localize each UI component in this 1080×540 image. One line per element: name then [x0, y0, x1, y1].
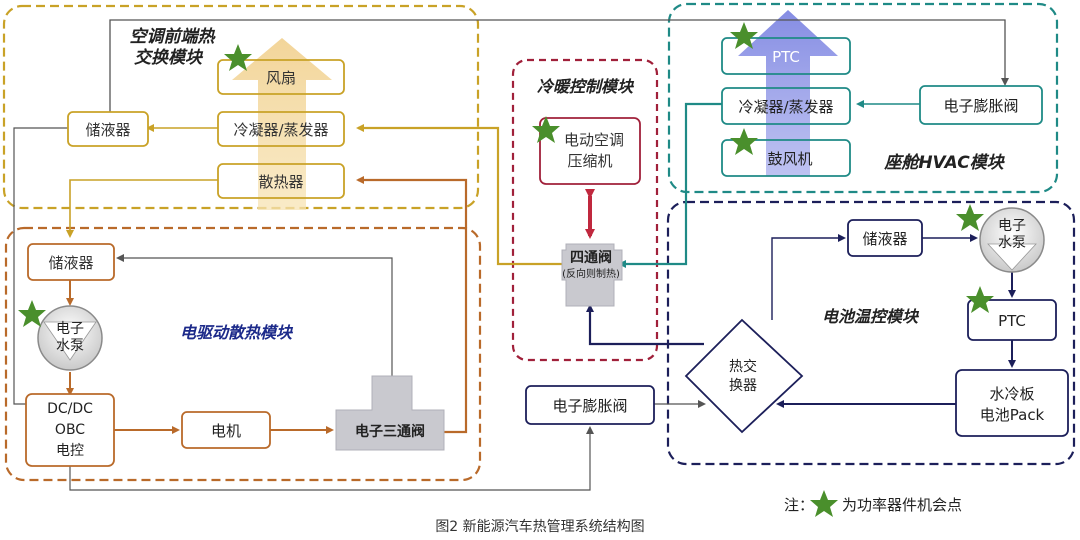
- cold-plate-label-1: 水冷板: [989, 385, 1034, 403]
- motor-module-border: [4, 226, 482, 482]
- compressor-label-2: 压缩机: [567, 152, 612, 170]
- battery-pump-label-1: 电子: [998, 218, 1026, 234]
- front-receiver-label: 储液器: [85, 121, 130, 139]
- dcdc-label-1: DC/DC: [47, 401, 93, 417]
- star-icon-hvac-blower: [730, 128, 758, 155]
- battery-pump-triangle: [987, 243, 1037, 271]
- four-way-valve-label: 四通阀: [570, 249, 612, 266]
- radiator-label: 散热器: [258, 173, 303, 191]
- front-module-title-1: 空调前端热: [130, 27, 217, 47]
- compressor-label-1: 电动空调: [564, 131, 624, 149]
- heat-exchanger-label-1: 热交: [729, 358, 757, 375]
- dcdc-box: [25, 393, 115, 467]
- control-module-title: 冷暖控制模块: [537, 77, 635, 96]
- link-receiver-down: [13, 127, 68, 405]
- motor-pump-label-2: 水泵: [56, 338, 84, 354]
- heat-exchanger-label-2: 换器: [729, 377, 757, 394]
- link-receiver-top: [109, 19, 1009, 112]
- motor-box: [181, 411, 271, 449]
- three-way-valve-label: 电子三通阀: [355, 423, 425, 440]
- star-icon-legend: [810, 490, 838, 517]
- battery-ptc-box: [967, 299, 1057, 341]
- hvac-module-title: 座舱HVAC模块: [883, 153, 1005, 173]
- link-valve3-to-receiver: [116, 254, 393, 376]
- motor-receiver-box: [27, 243, 115, 281]
- link-valve-to-front-condenser: [356, 124, 562, 266]
- star-icon-battery-pump: [956, 204, 984, 231]
- mid-expansion-valve-label: 电子膨胀阀: [552, 397, 627, 415]
- dcdc-label-3: 电控: [56, 443, 84, 459]
- hvac-condenser-box: [721, 87, 851, 125]
- cold-plate-box: [955, 369, 1069, 437]
- hvac-expansion-valve-label: 电子膨胀阀: [943, 97, 1018, 115]
- dcdc-label-2: OBC: [55, 422, 85, 438]
- radiator-box: [217, 163, 345, 199]
- battery-pump-label-2: 水泵: [998, 235, 1026, 251]
- cold-plate-label-2: 电池Pack: [980, 406, 1045, 424]
- four-way-valve-shape: [561, 243, 623, 307]
- four-way-valve-note: (反向则制热): [562, 267, 620, 280]
- battery-module-border: [666, 200, 1076, 466]
- link-hvac-condenser-to-valve: [618, 102, 722, 268]
- star-icon-battery-ptc: [966, 286, 994, 313]
- link-exchanger-to-battery-receiver: [771, 234, 846, 320]
- battery-pump-circle: [979, 207, 1045, 273]
- link-exchanger-to-valve: [586, 304, 704, 346]
- mid-expansion-valve-box: [525, 385, 655, 425]
- link-valve3-to-radiator: [356, 176, 468, 434]
- motor-receiver-label: 储液器: [48, 254, 93, 272]
- hvac-ptc-box: [721, 37, 851, 75]
- star-icon-fan: [224, 44, 252, 71]
- battery-receiver-label: 储液器: [862, 230, 907, 248]
- link-dcdc-to-expansion: [69, 426, 594, 491]
- battery-ptc-label: PTC: [998, 312, 1026, 330]
- hvac-expansion-valve-box: [919, 85, 1043, 125]
- star-icon-motor-pump: [18, 300, 46, 327]
- fan-box: [217, 59, 345, 95]
- front-module-border: [2, 4, 480, 210]
- motor-pump-label-1: 电子: [56, 321, 84, 337]
- motor-pump-triangle: [43, 321, 97, 361]
- front-condenser-box: [217, 111, 345, 147]
- airflow-arrow-blue: [738, 10, 838, 176]
- motor-label: 电机: [211, 422, 241, 440]
- motor-module-title: 电驱动散热模块: [180, 323, 294, 342]
- hvac-module-border: [667, 2, 1059, 194]
- hvac-blower-label: 鼓风机: [767, 150, 812, 168]
- battery-module-title: 电池温控模块: [822, 307, 920, 326]
- front-receiver-box: [67, 111, 149, 147]
- heat-exchanger-shape: [684, 318, 804, 434]
- hvac-condenser-label: 冷凝器/蒸发器: [738, 98, 833, 116]
- hvac-ptc-label: PTC: [772, 48, 800, 66]
- control-module-border: [511, 58, 659, 362]
- airflow-arrow-yellow: [232, 38, 332, 210]
- figure-caption: 图2 新能源汽车热管理系统结构图: [435, 518, 644, 535]
- star-icon-compressor: [532, 116, 560, 143]
- battery-receiver-box: [847, 219, 923, 257]
- compressor-box: [539, 117, 641, 185]
- three-way-valve-shape: [335, 375, 445, 451]
- front-condenser-label: 冷凝器/蒸发器: [233, 121, 328, 139]
- hvac-blower-box: [721, 139, 851, 177]
- front-module-title-2: 交换模块: [134, 48, 204, 68]
- legend-prefix: 注：: [784, 496, 814, 514]
- fan-label: 风扇: [266, 69, 296, 87]
- legend-text: 为功率器件机会点: [842, 496, 962, 514]
- link-radiator-to-receiver: [66, 179, 218, 238]
- star-icon-hvac-ptc: [730, 22, 758, 49]
